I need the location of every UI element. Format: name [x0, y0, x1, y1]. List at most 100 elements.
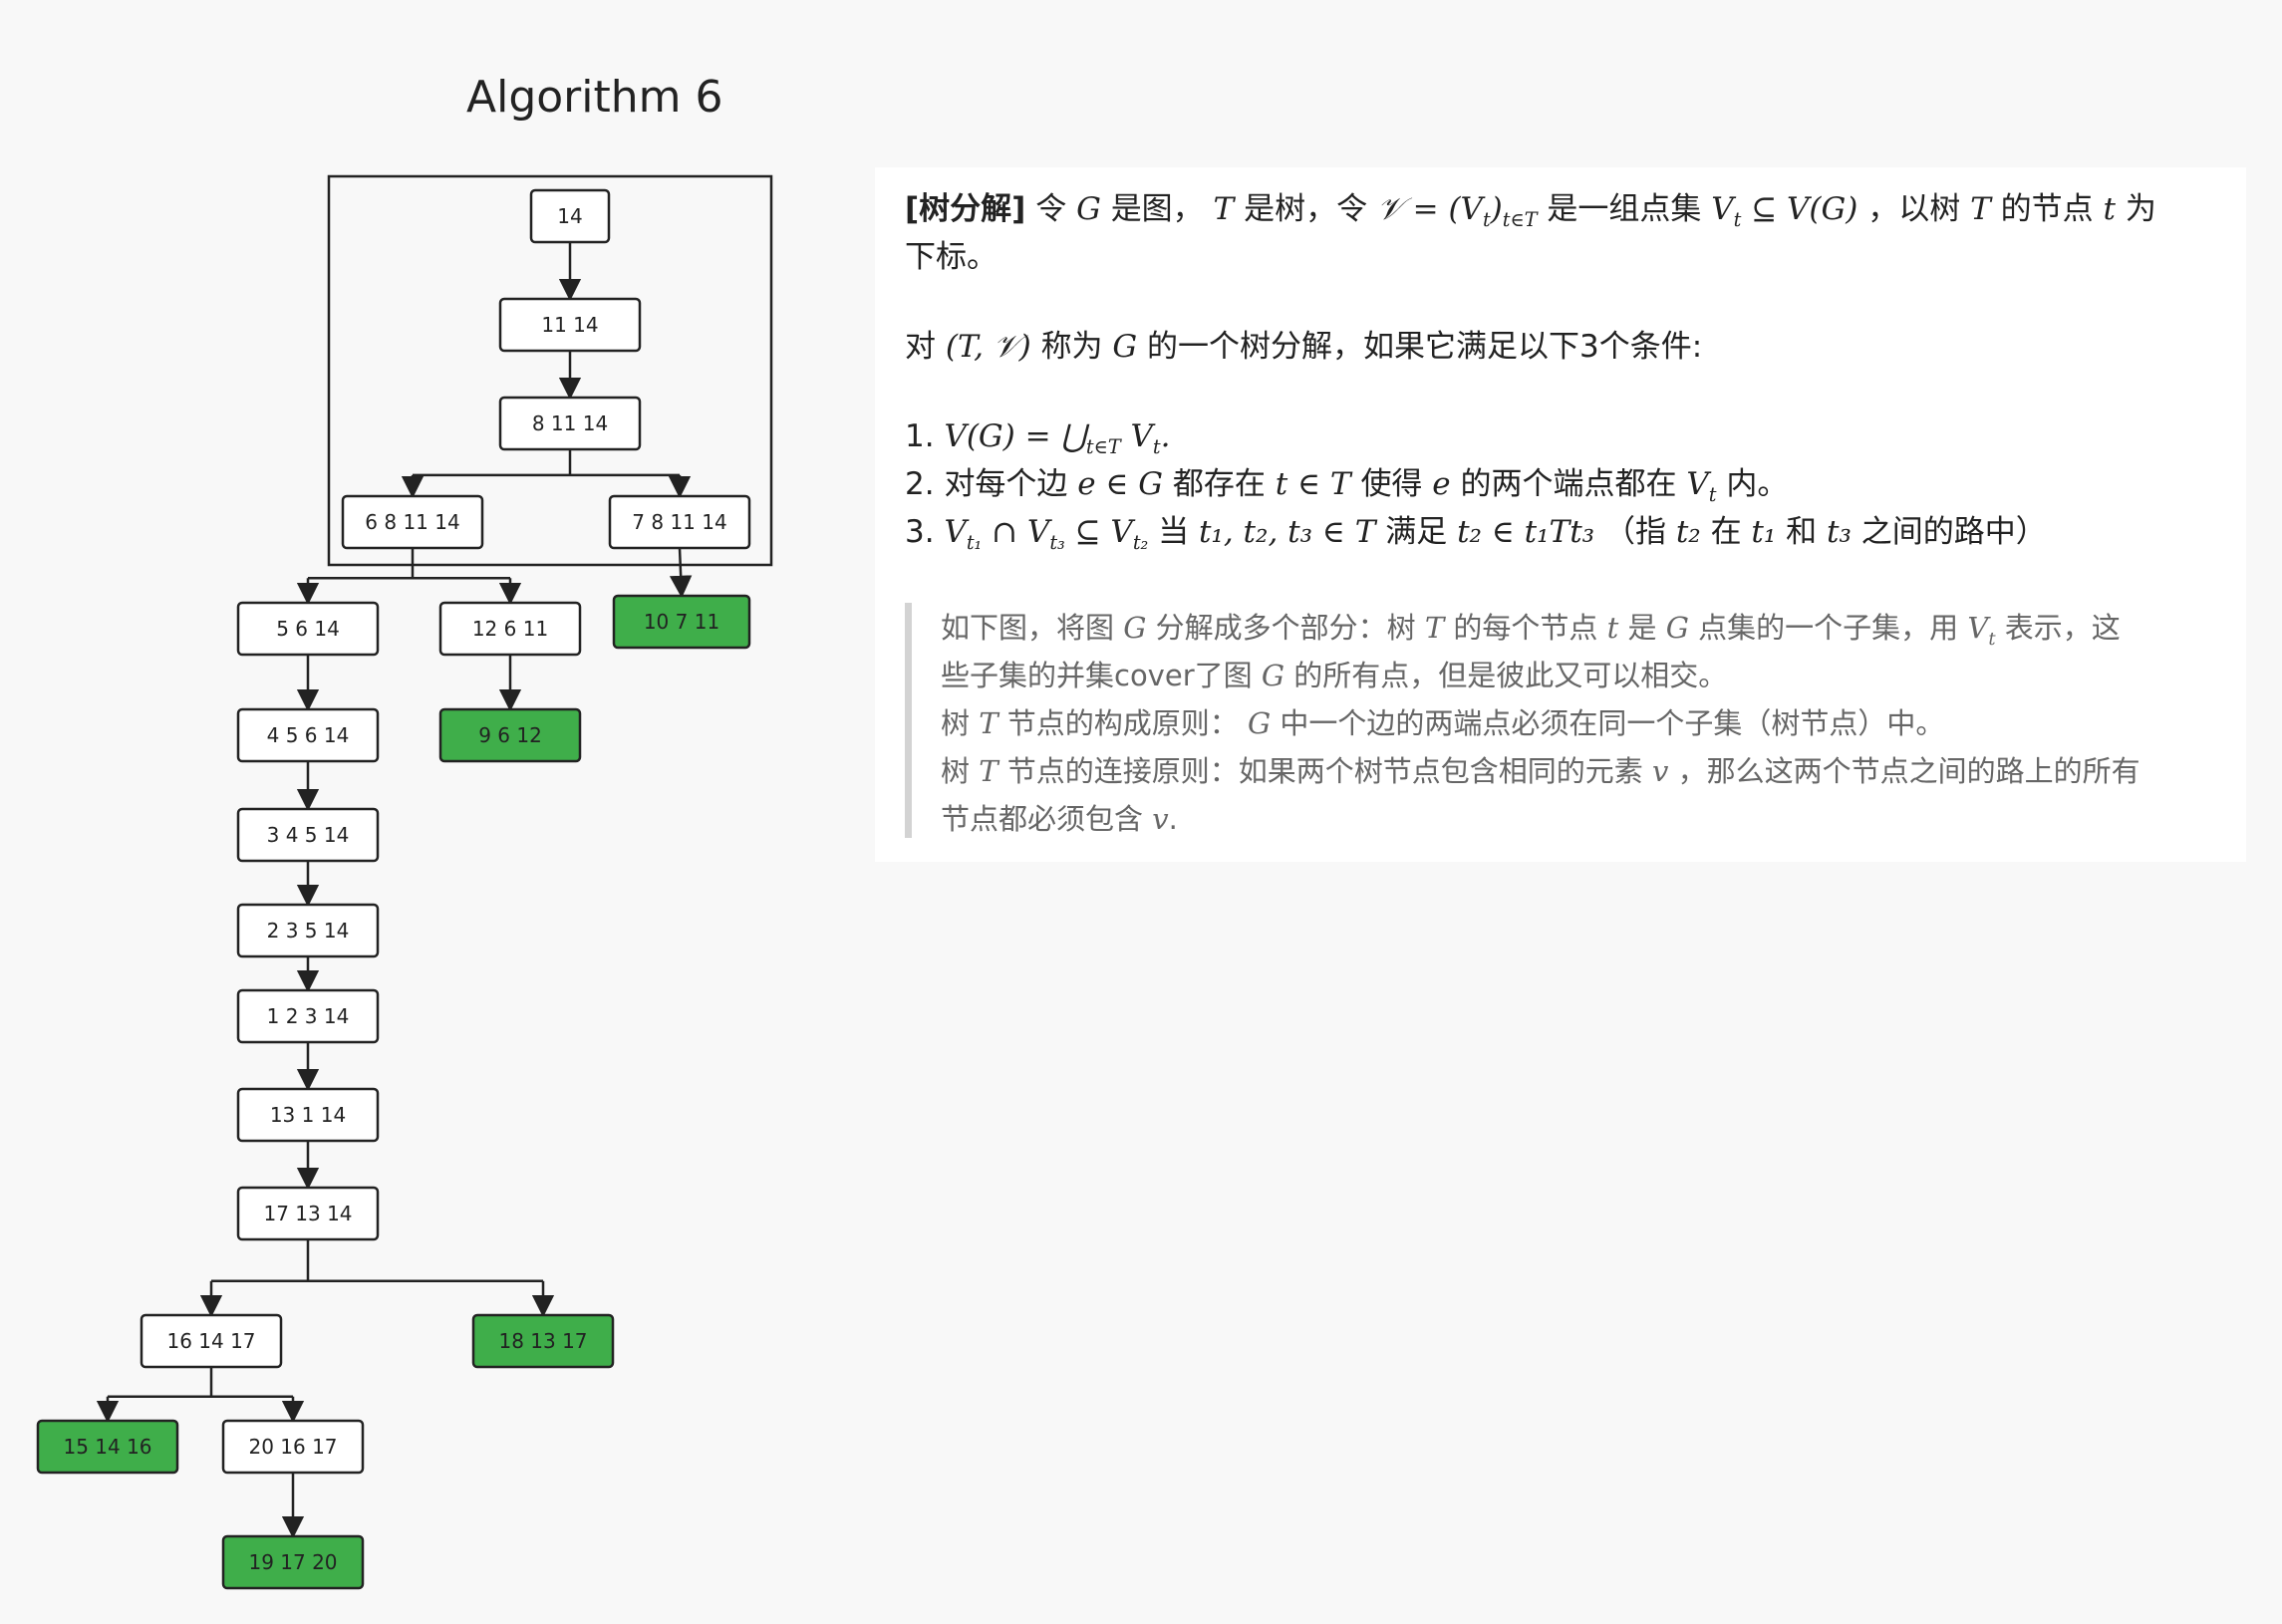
math-calV: 𝒱 = (Vt)t∈T: [1376, 191, 1538, 232]
condition-1: 1. V(G) = ⋃t∈T Vt.: [905, 412, 1170, 471]
node-label: 3 4 5 14: [267, 823, 350, 847]
tree-node-n12314: 1 2 3 14: [236, 988, 380, 1044]
math-t: t: [2103, 191, 2116, 227]
math-T: T: [979, 754, 998, 788]
condition-2: 2. 对每个边 e ∈ G 都存在 t ∈ T 使得 e 的两个端点都在 Vt …: [905, 460, 1788, 519]
node-label: 4 5 6 14: [267, 723, 350, 747]
tree-node-n45614: 4 5 6 14: [236, 707, 380, 763]
edge-split-n171314: [211, 1239, 543, 1283]
math-TV: (T, 𝒱): [945, 329, 1031, 365]
node-label: 10 7 11: [644, 610, 719, 634]
node-box: [438, 707, 582, 763]
node-box: [236, 988, 380, 1044]
edge-split-n681114: [308, 548, 510, 580]
tree-node-n781114: 7 8 11 14: [608, 494, 751, 550]
math-tT: t ∈ T: [1275, 466, 1351, 502]
tree-node-n14: 14: [529, 188, 611, 244]
math-G: G: [1248, 706, 1272, 740]
text: 的每个节点: [1453, 611, 1598, 645]
text: 节点的连接原则：如果两个树节点包含相同的元素: [1006, 754, 1643, 788]
node-label: 8 11 14: [532, 411, 608, 435]
node-box: [221, 1534, 365, 1590]
group-box: [327, 174, 773, 567]
text: 是图，: [1110, 191, 1204, 227]
math-t123: t₁, t₂, t₃ ∈ T: [1198, 514, 1376, 550]
tree-node-n171314: 17 13 14: [236, 1186, 380, 1241]
text: 和: [1786, 514, 1818, 550]
definition-line-1: [树分解] 令 G 是图， T 是树，令 𝒱 = (Vt)t∈T 是一组点集 V…: [905, 185, 2156, 244]
tree-node-n151416: 15 14 16: [36, 1419, 179, 1475]
text: 分解成多个部分：树: [1155, 611, 1416, 645]
tree-node-n12611: 12 6 11: [438, 601, 582, 657]
text: 使得: [1360, 466, 1423, 502]
diagram-title: Algorithm 6: [466, 72, 723, 123]
quote-line-3: 树 T 节点的构成原则： G 中一个边的两端点必须在同一个子集（树节点）中。: [941, 699, 1944, 747]
math-T: T: [1424, 611, 1445, 645]
math-v: v: [1652, 754, 1669, 788]
tree-node-n161417: 16 14 17: [140, 1313, 283, 1369]
text: 为: [2125, 191, 2156, 227]
text: 树: [941, 706, 971, 740]
text: 是树，令: [1244, 191, 1368, 227]
text: 都存在: [1172, 466, 1266, 502]
text: 是一组点集: [1547, 191, 1702, 227]
tree-node-n81114: 8 11 14: [498, 396, 642, 451]
node-box: [498, 297, 642, 353]
definition-panel: [树分解] 令 G 是图， T 是树，令 𝒱 = (Vt)t∈T 是一组点集 V…: [875, 167, 2246, 862]
quote-line-1: 如下图，将图 G 分解成多个部分：树 T 的每个节点 t 是 G 点集的一个子集…: [941, 604, 2121, 664]
node-label: 12 6 11: [472, 617, 548, 641]
text: 对: [905, 329, 936, 365]
node-box: [36, 1419, 179, 1475]
math-Vt: Vt: [1686, 466, 1717, 507]
edge-split-n81114: [413, 449, 680, 477]
node-box: [236, 807, 380, 863]
node-label: 5 6 14: [276, 617, 340, 641]
math-G: G: [1076, 191, 1101, 227]
text: 1.: [905, 418, 935, 454]
text: 在: [1710, 514, 1742, 550]
node-box: [236, 707, 380, 763]
edge-n781114-n10711: [669, 547, 693, 599]
text: 的所有点，但是彼此又可以相交。: [1293, 659, 1728, 692]
text: ，以树: [1867, 191, 1961, 227]
math-G: G: [1112, 329, 1138, 365]
edges-layer: [96, 242, 693, 1539]
text: （指: [1603, 514, 1666, 550]
node-label: 7 8 11 14: [632, 510, 726, 534]
text: 是: [1627, 611, 1657, 645]
text: 内。: [1726, 466, 1789, 502]
text: 2.: [905, 466, 935, 502]
math-c1: V(G) = ⋃t∈T Vt.: [944, 418, 1171, 459]
node-label: 16 14 17: [166, 1329, 255, 1353]
math-T: T: [1970, 191, 1991, 227]
text: 些子集的并集cover了图: [941, 659, 1253, 692]
quote-line-5: 节点都必须包含 v.: [941, 795, 1178, 843]
text: 树: [941, 754, 971, 788]
node-box: [236, 601, 380, 657]
math-t1: t₁: [1751, 514, 1777, 550]
math-G: G: [1261, 659, 1285, 692]
blockquote-bar: [905, 603, 912, 838]
tree-node-n201617: 20 16 17: [221, 1419, 365, 1475]
tree-node-n34514: 3 4 5 14: [236, 807, 380, 863]
node-box: [471, 1313, 615, 1369]
text: 的一个树分解，如果它满足以下3个条件:: [1147, 329, 1703, 365]
quote-line-2: 些子集的并集cover了图 G 的所有点，但是彼此又可以相交。: [941, 652, 1727, 699]
node-box: [236, 1186, 380, 1241]
node-label: 6 8 11 14: [365, 510, 459, 534]
text: 3.: [905, 514, 935, 550]
text: 节点的构成原则：: [1006, 706, 1239, 740]
definition-line-2: 下标。: [905, 239, 998, 275]
node-box: [140, 1313, 283, 1369]
node-label: 1 2 3 14: [267, 1004, 350, 1028]
node-label: 13 1 14: [270, 1103, 346, 1127]
node-box: [608, 494, 751, 550]
text: 的节点: [2000, 191, 2094, 227]
quote-line-4: 树 T 节点的连接原则：如果两个树节点包含相同的元素 v ，那么这两个节点之间的…: [941, 747, 2140, 795]
tree-node-n681114: 6 8 11 14: [341, 494, 484, 550]
condition-3: 3. Vt₁ ∩ Vt₃ ⊆ Vt₂ 当 t₁, t₂, t₃ ∈ T 满足 t…: [905, 508, 2047, 567]
node-box: [236, 1087, 380, 1143]
math-T: T: [979, 706, 998, 740]
text: 称为: [1040, 329, 1103, 365]
